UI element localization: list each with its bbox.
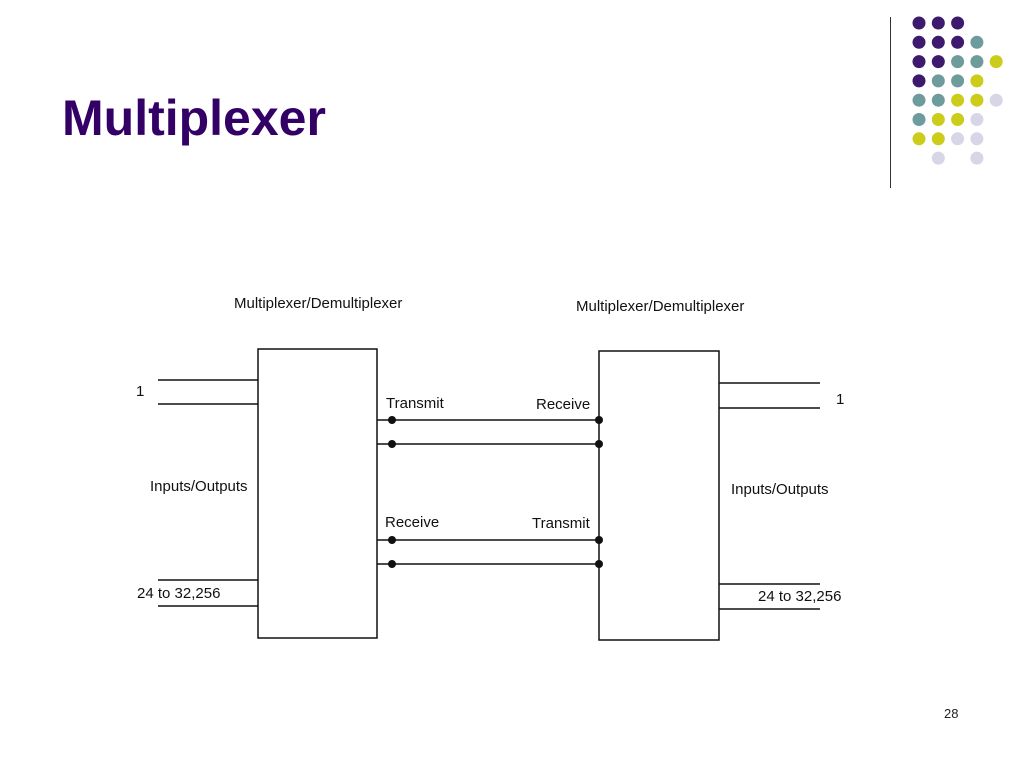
left-receive-label: Receive <box>385 514 439 531</box>
decorative-dot-purple <box>931 35 945 49</box>
decorative-dot-lavender <box>931 151 945 165</box>
decorative-dot-yellow <box>931 113 945 126</box>
right-receive-node-b <box>595 440 603 448</box>
right-output-bottom-label: 24 to 32,256 <box>758 588 841 605</box>
right-unit-label: Multiplexer/Demultiplexer <box>576 298 744 315</box>
decorative-dot-teal <box>912 113 926 126</box>
right-mux-box <box>598 350 720 641</box>
decorative-dot-purple <box>912 35 926 49</box>
right-inputs-outputs-label: Inputs/Outputs <box>731 481 829 498</box>
left-input-top-label: 1 <box>136 383 144 400</box>
decorative-dot-lavender <box>951 132 965 146</box>
decorative-dot-lavender <box>989 93 1003 107</box>
left-input-bottom-label: 24 to 32,256 <box>137 585 220 602</box>
decorative-dot-lavender <box>970 132 984 146</box>
decorative-dot-purple <box>912 74 926 88</box>
decorative-dot-yellow <box>931 132 945 146</box>
right-transmit-node-b <box>595 560 603 568</box>
decorative-dot-teal <box>912 93 926 107</box>
decorative-dot-lavender <box>970 151 984 165</box>
right-receive-node-a <box>595 416 603 424</box>
left-transmit-node-b <box>388 440 396 448</box>
decorative-dot-grid <box>912 16 1003 165</box>
decorative-dot-yellow <box>970 74 984 88</box>
page-number: 28 <box>944 706 959 721</box>
right-transmit-label: Transmit <box>532 515 591 532</box>
decorative-dot-teal <box>970 55 984 69</box>
decorative-dot-purple <box>951 16 965 30</box>
decorative-dot-teal <box>951 55 965 69</box>
left-inputs-outputs-label: Inputs/Outputs <box>150 478 248 495</box>
decorative-dot-purple <box>951 35 965 49</box>
decorative-dot-teal <box>970 35 984 49</box>
decorative-dot-purple <box>912 16 926 30</box>
left-transmit-node-a <box>388 416 396 424</box>
header-divider <box>890 17 891 188</box>
decorative-dot-yellow <box>989 55 1003 69</box>
decorative-dot-purple <box>931 16 945 30</box>
decorative-dot-purple <box>931 55 945 69</box>
decorative-dot-yellow <box>912 132 926 146</box>
decorative-dot-lavender <box>970 113 984 126</box>
right-transmit-node-a <box>595 536 603 544</box>
decorative-dot-yellow <box>970 93 984 107</box>
decorative-dot-purple <box>912 55 926 69</box>
left-transmit-label: Transmit <box>386 395 445 412</box>
left-mux-box <box>257 348 378 639</box>
right-output-top-label: 1 <box>836 391 844 408</box>
decorative-dot-yellow <box>951 113 965 126</box>
left-unit-label: Multiplexer/Demultiplexer <box>234 295 402 312</box>
left-receive-node-a <box>388 536 396 544</box>
right-receive-label: Receive <box>536 396 590 413</box>
decorative-dot-teal <box>951 74 965 88</box>
decorative-dot-yellow <box>951 93 965 107</box>
decorative-dot-teal <box>931 93 945 107</box>
slide-title: Multiplexer <box>62 90 326 146</box>
left-receive-node-b <box>388 560 396 568</box>
decorative-dot-teal <box>931 74 945 88</box>
